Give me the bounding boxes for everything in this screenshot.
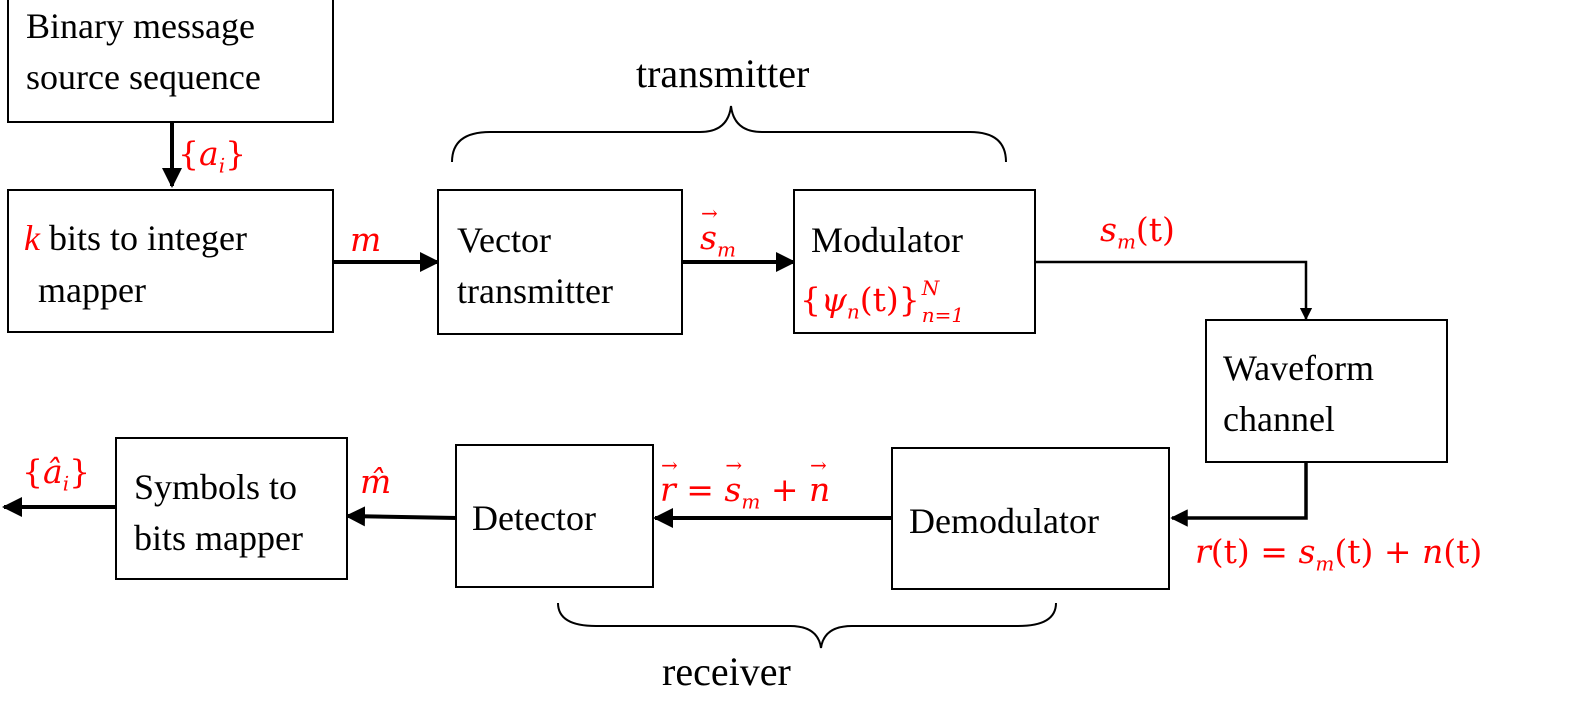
channel-label-line1: Waveform (1223, 348, 1375, 388)
signal-source-output: {ai} (178, 134, 247, 178)
source-label-line1: Binary message (26, 6, 255, 46)
signal-demodulated-vector: r = sm + n (660, 453, 830, 514)
vector-s: s (700, 201, 718, 257)
binary-source-block: Binary message source sequence (7, 0, 334, 123)
bits-to-integer-mapper-block: k bits to integer mapper (7, 189, 334, 333)
symbols-mapper-label-line2: bits mapper (134, 518, 303, 558)
signal-vector-sm: sm (700, 201, 736, 262)
arrow-modulator-to-channel (1036, 260, 1313, 321)
detector-label: Detector (472, 498, 596, 538)
receiver-brace (557, 602, 1057, 649)
vector-transmitter-block: Vector transmitter (437, 189, 683, 335)
demodulator-block: Demodulator (891, 447, 1170, 590)
arrow-detector-to-symbols-mapper (345, 506, 458, 527)
k-symbol: k (24, 218, 40, 258)
vector-tx-label-line1: Vector (457, 220, 551, 260)
basis-upper-limit: N (921, 276, 940, 300)
source-label-line2: source sequence (26, 57, 261, 97)
signal-received-waveform: r(t) = sm(t) + n(t) (1195, 532, 1483, 576)
basis-lower-limit: n=1 (921, 303, 965, 327)
signal-estimated-bits: {âi} (22, 452, 91, 496)
channel-label-line2: channel (1223, 399, 1335, 439)
detector-block: Detector (455, 444, 654, 588)
modulator-label: Modulator (811, 220, 963, 260)
symbols-to-bits-mapper-block: Symbols to bits mapper (115, 437, 348, 580)
mapper-label-line2: mapper (38, 270, 146, 310)
modulator-block: Modulator (793, 189, 1036, 334)
mapper-label-rest: bits to integer (39, 218, 247, 258)
transmitter-caption: transmitter (636, 51, 810, 96)
demodulator-label: Demodulator (909, 501, 1099, 541)
waveform-channel-block: Waveform channel (1205, 319, 1448, 463)
arrow-channel-to-demodulator (1170, 462, 1308, 527)
vector-tx-label-line2: transmitter (457, 271, 613, 311)
signal-integer-m: m (350, 220, 382, 259)
mapper-label-line1: k bits to integer (24, 213, 247, 263)
signal-detected-symbol: m̂ (360, 462, 392, 501)
signal-transmitted-waveform: sm(t) (1100, 210, 1175, 254)
symbols-mapper-label-line1: Symbols to (134, 467, 298, 507)
transmitter-brace (451, 105, 1007, 163)
receiver-caption: receiver (662, 649, 791, 694)
